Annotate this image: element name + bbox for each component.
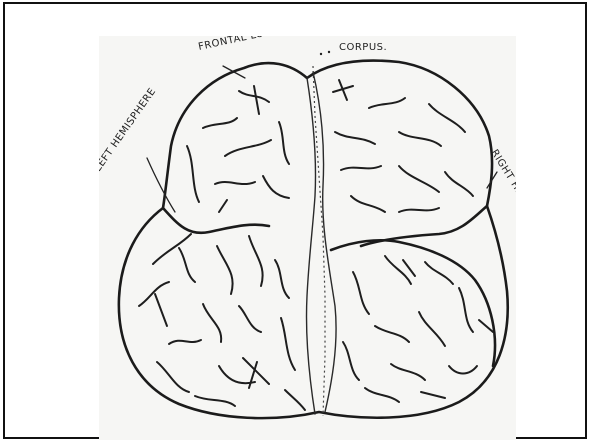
- gyrus-line: [421, 392, 445, 398]
- gyrus-line: [399, 208, 439, 212]
- gyrus-line: [399, 166, 439, 192]
- gyrus-line: [385, 256, 411, 284]
- gyrus-line: [203, 304, 221, 342]
- gyrus-line: [399, 132, 441, 146]
- gyrus-line: [219, 366, 255, 383]
- gyrus-line: [179, 248, 195, 282]
- longitudinal-fissure: [313, 66, 325, 416]
- gyrus-line: [351, 196, 385, 212]
- gyrus-line: [369, 98, 405, 108]
- left-frontal-boundary: [163, 208, 269, 233]
- gyrus-line: [279, 122, 289, 164]
- gyrus-line: [203, 118, 237, 128]
- gyrus-line: [281, 318, 295, 370]
- brain-outline: [119, 61, 508, 419]
- gyrus-line: [429, 104, 465, 132]
- gyrus-line: [275, 260, 289, 298]
- gyrus-line: [449, 366, 477, 374]
- gyrus-line: [375, 326, 409, 342]
- gyrus-line: [169, 340, 201, 344]
- gyrus-line: [263, 176, 289, 198]
- slide-frame: FRONTAL LOBE. CORPUS. LEFT HEMISPHERE RI…: [3, 2, 587, 439]
- gyrus-line: [425, 262, 453, 284]
- gyrus-line: [445, 172, 473, 196]
- gyrus-line: [479, 320, 493, 332]
- gyrus-line: [187, 146, 199, 202]
- brain-sketch: FRONTAL LOBE. CORPUS. LEFT HEMISPHERE RI…: [99, 36, 516, 440]
- corpus-dot: [328, 51, 330, 53]
- left-hemisphere-label: LEFT HEMISPHERE: [99, 86, 158, 174]
- frontal-lobe-label: FRONTAL LOBE.: [197, 36, 282, 53]
- gyrus-line: [225, 140, 271, 156]
- gyrus-line: [153, 234, 191, 264]
- gyrus-line: [219, 200, 227, 212]
- gyrus-line: [365, 388, 399, 402]
- gyrus-line: [341, 166, 381, 170]
- gyrus-line: [391, 364, 425, 380]
- gyrus-line: [215, 182, 255, 184]
- gyrus-line: [285, 390, 305, 410]
- gyrus-line: [254, 86, 259, 114]
- gyrus-line: [239, 91, 269, 102]
- gyrus-line: [459, 288, 473, 332]
- gyrus-line: [217, 246, 233, 294]
- gyrus-line: [239, 306, 261, 332]
- left-hemisphere-pointer: [147, 158, 175, 212]
- right-posterior-lobe: [331, 240, 495, 366]
- gyrus-line: [343, 342, 359, 380]
- gyrus-line: [335, 132, 375, 144]
- corpus-label: CORPUS.: [339, 42, 387, 53]
- brain-diagram: FRONTAL LOBE. CORPUS. LEFT HEMISPHERE RI…: [99, 36, 516, 440]
- gyrus-line: [249, 236, 263, 286]
- fissure-edge: [306, 78, 315, 414]
- gyrus-line: [157, 362, 189, 392]
- gyrus-line: [353, 272, 369, 314]
- corpus-dot: [320, 53, 322, 55]
- gyrus-line: [403, 260, 415, 276]
- gyrus-line: [195, 396, 235, 406]
- gyrus-line: [155, 294, 167, 326]
- gyrus-line: [419, 312, 445, 346]
